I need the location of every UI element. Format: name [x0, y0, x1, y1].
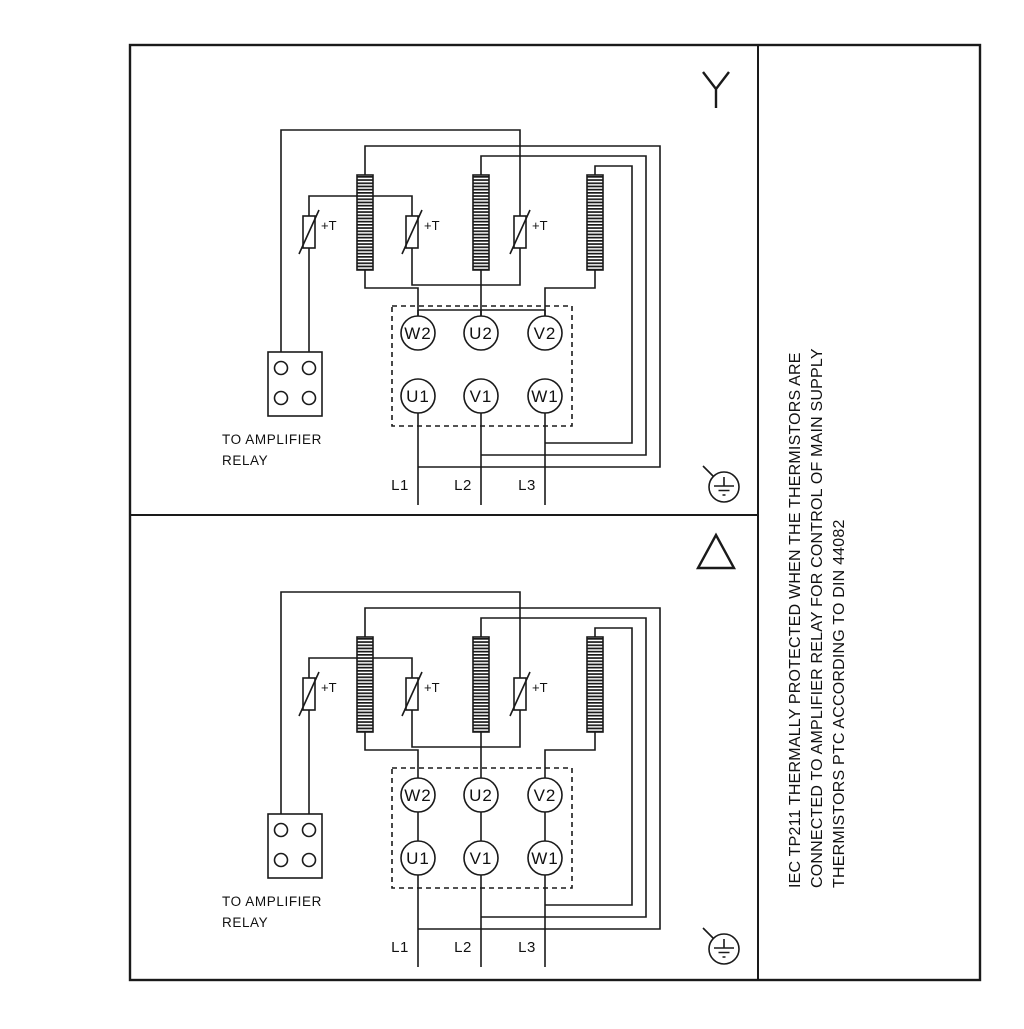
drawing-border: [128, 43, 982, 982]
relay-note-line1: TO AMPLIFIER: [222, 432, 322, 447]
side-note-line1: IEC TP211 THERMALLY PROTECTED WHEN THE T…: [787, 352, 804, 888]
thermistor-label: +T: [532, 218, 548, 233]
terminal-label-w2: W2: [404, 324, 432, 343]
relay-note-line2: RELAY: [222, 915, 268, 930]
thermistor-label: +T: [321, 680, 337, 695]
terminal-label-u2: U2: [469, 324, 493, 343]
delta-bridges: [417, 812, 546, 841]
mains-label-l3: L3: [518, 939, 536, 956]
terminal-label-u2: U2: [469, 786, 493, 805]
thermistor-label: +T: [424, 218, 440, 233]
panel-star: W2 U2 V2 U1 V1 W1 +T +T +T L1 L2 L3 TO A…: [222, 71, 740, 506]
delta-symbol-icon: [695, 532, 737, 570]
relay-note-line2: RELAY: [222, 453, 268, 468]
mains-label-l1: L1: [391, 477, 409, 494]
panel-core-geometry: [267, 129, 740, 506]
panel-core-geometry: [267, 591, 740, 968]
terminal-label-u1: U1: [406, 849, 430, 868]
terminal-label-w1: W1: [531, 387, 559, 406]
mains-label-l1: L1: [391, 939, 409, 956]
side-note-line3: THERMISTORS PTC ACCORDING TO DIN 44082: [831, 519, 848, 888]
thermistor-label: +T: [424, 680, 440, 695]
terminal-label-u1: U1: [406, 387, 430, 406]
thermistor-label: +T: [321, 218, 337, 233]
terminal-label-w2: W2: [404, 786, 432, 805]
relay-note-line1: TO AMPLIFIER: [222, 894, 322, 909]
mains-label-l2: L2: [454, 939, 472, 956]
mains-label-l2: L2: [454, 477, 472, 494]
terminal-label-w1: W1: [531, 849, 559, 868]
terminal-label-v2: V2: [534, 786, 557, 805]
terminal-label-v1: V1: [470, 387, 493, 406]
star-bridge: [417, 309, 546, 316]
panel-delta: W2 U2 V2 U1 V1 W1 +T +T +T L1 L2 L3 TO A…: [222, 532, 740, 968]
mains-label-l3: L3: [518, 477, 536, 494]
side-note: IEC TP211 THERMALLY PROTECTED WHEN THE T…: [787, 348, 848, 888]
side-note-line2: CONNECTED TO AMPLIFIER RELAY FOR CONTROL…: [809, 348, 826, 888]
thermistor-label: +T: [532, 680, 548, 695]
terminal-label-v2: V2: [534, 324, 557, 343]
terminal-label-v1: V1: [470, 849, 493, 868]
star-symbol-icon: [702, 71, 730, 108]
